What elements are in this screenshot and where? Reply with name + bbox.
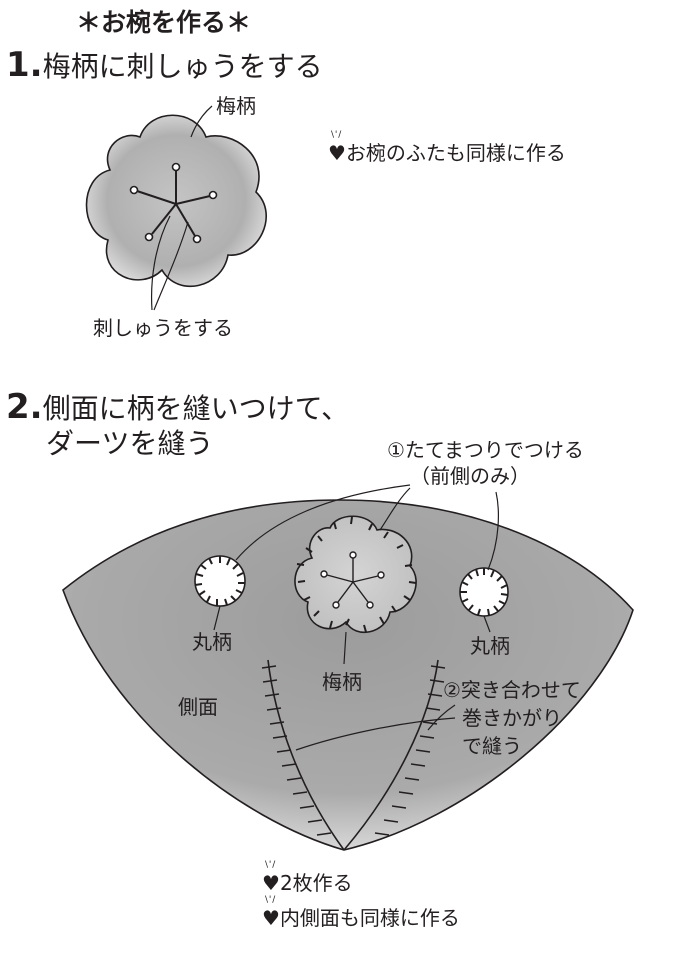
page-title: ＊お椀を作る＊	[76, 8, 252, 37]
label-plum-step2: 梅柄	[322, 670, 362, 694]
callout2-line1: ②突き合わせて	[443, 678, 581, 702]
note-make-two: ♥2枚作る	[262, 873, 353, 893]
note-lid-text: お椀のふたも同様に作る	[345, 141, 566, 165]
heart-icon: ♥	[262, 906, 280, 930]
heart-icon: ♥	[328, 141, 346, 165]
step1-number: 1.	[6, 45, 43, 85]
note-inner-same: ♥内側面も同様に作る	[262, 908, 460, 928]
round-motif-left	[194, 555, 246, 607]
round-motif-right	[459, 567, 509, 617]
label-embroider: 刺しゅうをする	[93, 316, 233, 340]
label-side: 側面	[178, 695, 218, 719]
label-round-right: 丸柄	[470, 634, 510, 658]
plum-blossom-large	[85, 105, 267, 311]
note-inner-same-text: 内側面も同様に作る	[279, 906, 460, 930]
step1-heading: 1.梅柄に刺しゅうをする	[6, 48, 323, 82]
callout1-leaders	[213, 484, 499, 665]
dart-stitches	[261, 659, 456, 851]
callout2-line2: 巻きかがり	[462, 706, 562, 730]
step2-heading-line2: ダーツを縫う	[46, 427, 214, 460]
label-plum-step1: 梅柄	[216, 94, 256, 118]
heart-icon: ♥	[262, 871, 280, 895]
note-make-two-text: 2枚作る	[279, 871, 353, 895]
step2-number: 2.	[6, 387, 43, 427]
note-lid: ♥お椀のふたも同様に作る	[328, 143, 566, 163]
callout1-line2: （前側のみ）	[410, 464, 530, 488]
callout1-line1: ①たてまつりでつける	[387, 438, 584, 462]
plum-motif-small	[294, 515, 417, 633]
callout2-line3: で縫う	[462, 734, 522, 758]
step2-heading-line1: 側面に柄を縫いつけて、	[42, 392, 350, 425]
step2-heading: 2.側面に柄を縫いつけて、	[6, 390, 349, 424]
label-round-left: 丸柄	[192, 630, 232, 654]
step1-heading-text: 梅柄に刺しゅうをする	[42, 50, 323, 83]
